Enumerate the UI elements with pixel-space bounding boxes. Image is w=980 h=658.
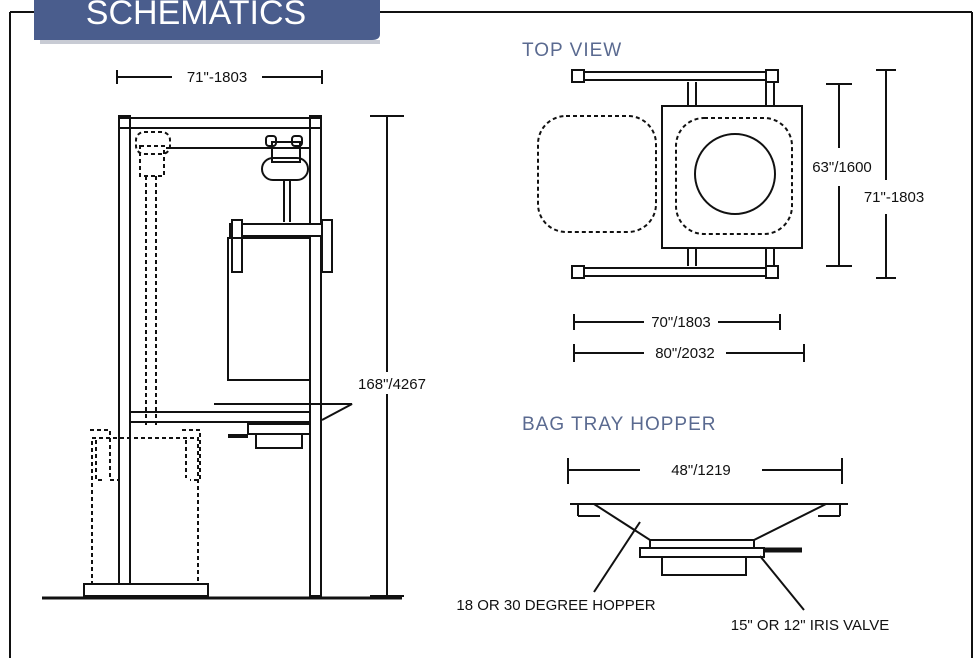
top-view-overall-depth-label: 71"-1803 (864, 189, 924, 206)
iris-valve-label: 15" OR 12" IRIS VALVE (731, 617, 890, 634)
top-view-dashed-outlines (537, 115, 793, 235)
top-view-title: TOP VIEW (522, 40, 622, 61)
elevation-view (42, 70, 404, 600)
elevation-dashed-outlines (90, 131, 201, 585)
elevation-width-label: 71"-1803 (187, 69, 247, 86)
hopper-width-label: 48"/1219 (671, 462, 731, 479)
top-view (571, 69, 896, 362)
outer-border (9, 11, 973, 658)
hopper-title: BAG TRAY HOPPER (522, 414, 717, 435)
top-view-width-label: 70"/1803 (651, 314, 711, 331)
hopper-view (567, 458, 848, 611)
top-view-depth-label: 63"/1600 (812, 159, 872, 176)
page-title: SCHEMATICS (86, 0, 306, 32)
top-view-overall-width-label: 80"/2032 (655, 345, 715, 362)
header-band: SCHEMATICS (34, 0, 380, 44)
elevation-height-label: 168"/4267 (358, 376, 426, 393)
hopper-type-label: 18 OR 30 DEGREE HOPPER (456, 597, 655, 614)
